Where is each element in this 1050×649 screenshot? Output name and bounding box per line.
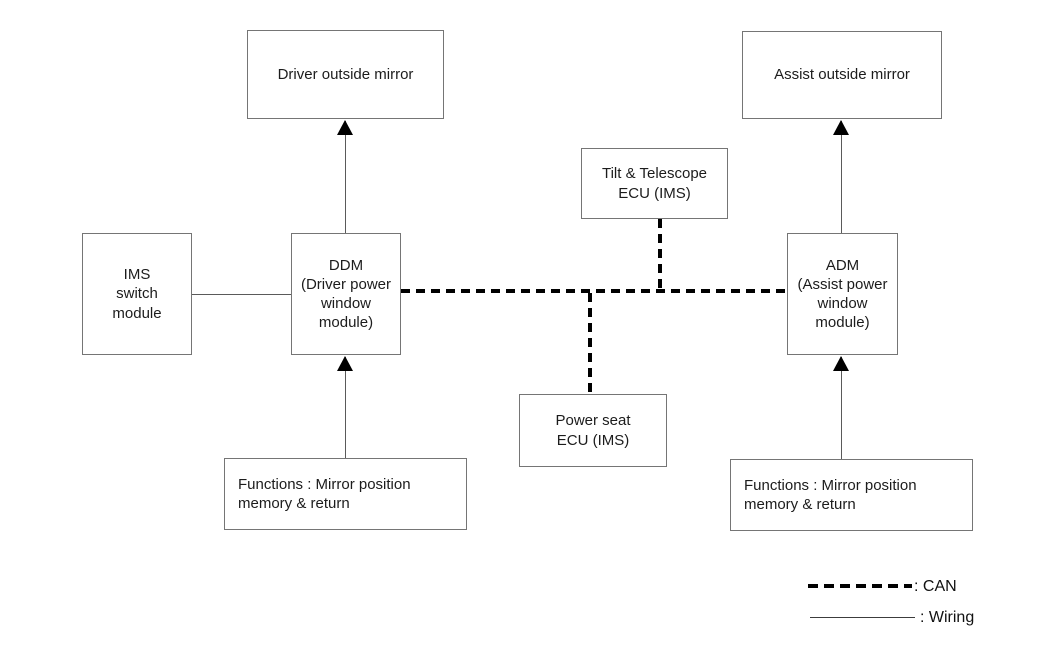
wiring-adm-to-assist-mirror [841,121,842,233]
node-tilt-telescope-ecu: Tilt & Telescope ECU (IMS) [581,148,728,219]
node-driver-outside-mirror: Driver outside mirror [247,30,444,119]
can-bus-ddm-to-adm [401,289,787,293]
node-assist-outside-mirror: Assist outside mirror [742,31,942,119]
wiring-functions-to-adm [841,357,842,459]
legend-can-line-sample [808,584,912,588]
arrow-up-into-ddm [337,356,353,371]
node-functions-driver: Functions : Mirror position memory & ret… [224,458,467,530]
legend-wiring-line-sample [810,617,915,618]
node-power-seat-ecu: Power seat ECU (IMS) [519,394,667,467]
wiring-ddm-to-driver-mirror [345,121,346,233]
legend-can-label: : CAN [914,578,957,595]
node-ddm: DDM (Driver power window module) [291,233,401,355]
arrow-up-into-assist-mirror [833,120,849,135]
wiring-functions-to-ddm [345,357,346,458]
arrow-up-into-driver-mirror [337,120,353,135]
node-functions-assist: Functions : Mirror position memory & ret… [730,459,973,531]
node-ims-switch-module: IMS switch module [82,233,192,355]
wiring-ims-switch-to-ddm [192,294,291,295]
legend-wiring-label: : Wiring [920,609,975,626]
can-tilt-telescope-to-bus [658,219,662,291]
node-adm: ADM (Assist power window module) [787,233,898,355]
can-bus-to-power-seat [588,293,592,394]
arrow-up-into-adm [833,356,849,371]
